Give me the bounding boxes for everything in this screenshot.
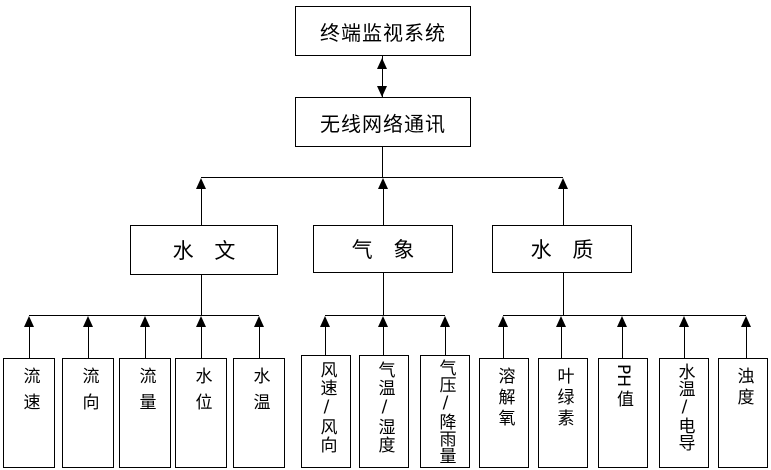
connector-leaf-rongjieyang — [503, 324, 504, 358]
leaf-label: 水温 — [249, 367, 270, 419]
leaf-box-water-quality-1[interactable]: 叶绿素 — [538, 358, 588, 468]
arrowhead-leaf-shuiwen-diandao — [679, 316, 689, 327]
connector-leaf-shuiwen-diandao — [684, 324, 685, 358]
connector-wireless-bus-stem — [382, 147, 383, 178]
leaf-label: 叶绿素 — [553, 367, 574, 430]
leaf-box-hydrology-3[interactable]: 水位 — [175, 358, 227, 468]
connector-leaf-liuliang — [145, 324, 146, 358]
node-terminal-monitor-label: 终端监视系统 — [320, 20, 446, 45]
leaf-box-hydrology-0[interactable]: 流速 — [3, 358, 55, 468]
arrowhead-water-quality — [558, 178, 568, 189]
leaf-label: 流向 — [78, 367, 99, 419]
leaf-label: 流量 — [135, 367, 156, 419]
bus-meteorology — [325, 315, 445, 316]
arrowhead-leaf-fengsu — [320, 316, 330, 327]
connector-leaf-ph — [622, 324, 623, 358]
node-meteorology[interactable]: 气 象 — [313, 225, 453, 273]
leaf-label: 水温/电导 — [674, 363, 695, 451]
leaf-box-meteorology-0[interactable]: 风速/风向 — [301, 355, 351, 468]
connector-leaf-qiwen — [383, 324, 384, 355]
connector-leaf-zhuodu — [746, 324, 747, 358]
leaf-box-hydrology-4[interactable]: 水温 — [233, 358, 285, 468]
leaf-label: 浊度 — [733, 367, 754, 409]
connector-meteorology-stem — [383, 273, 384, 316]
arrowhead-leaf-liuliang — [140, 316, 150, 327]
leaf-label: 气温/湿度 — [374, 361, 395, 454]
node-hydrology-label: 水 文 — [172, 239, 243, 263]
leaf-label-ph: PH值 — [611, 363, 634, 410]
arrowhead-hydrology — [196, 178, 206, 189]
arrowhead-meteorology — [378, 178, 388, 189]
bus-water-quality — [503, 315, 746, 316]
node-wireless-network[interactable]: 无线网络通讯 — [295, 97, 471, 147]
leaf-label: 流速 — [19, 367, 40, 419]
arrowhead-leaf-liuxiang — [83, 316, 93, 327]
leaf-label-ph-latin: PH — [613, 363, 634, 388]
connector-water-quality-stem — [563, 273, 564, 316]
node-wireless-network-label: 无线网络通讯 — [320, 111, 446, 136]
connector-leaf-shuiwei — [201, 324, 202, 358]
bus-level3 — [201, 177, 563, 178]
arrowhead-leaf-ph — [617, 316, 627, 327]
arrowhead-leaf-shuiwei — [196, 316, 206, 327]
connector-leaf-liusu — [29, 324, 30, 358]
node-meteorology-label: 气 象 — [351, 238, 422, 262]
connector-leaf-shuiwen — [259, 324, 260, 358]
arrowhead-leaf-qiwen — [378, 316, 388, 327]
connector-leaf-yelvsu — [561, 324, 562, 358]
leaf-label: 气压/降雨量 — [435, 359, 456, 464]
connector-bus-meteorology — [383, 186, 384, 225]
leaf-box-meteorology-1[interactable]: 气温/湿度 — [359, 355, 409, 468]
connector-leaf-liuxiang — [88, 324, 89, 358]
arrowhead-leaf-rongjieyang — [498, 316, 508, 327]
node-hydrology[interactable]: 水 文 — [130, 225, 278, 275]
arrowhead-leaf-qiya — [440, 316, 450, 327]
leaf-box-water-quality-3[interactable]: 水温/电导 — [659, 358, 709, 468]
arrowhead-down-wireless — [377, 86, 387, 97]
node-terminal-monitor[interactable]: 终端监视系统 — [295, 6, 471, 56]
leaf-label: 溶解氧 — [494, 367, 515, 430]
leaf-box-water-quality-4[interactable]: 浊度 — [718, 358, 768, 468]
node-water-quality[interactable]: 水 质 — [492, 225, 632, 273]
arrowhead-leaf-zhuodu — [741, 316, 751, 327]
connector-terminal-wireless — [382, 56, 383, 97]
arrowhead-leaf-shuiwen — [254, 316, 264, 327]
node-water-quality-label: 水 质 — [530, 238, 601, 262]
arrowhead-leaf-liusu — [24, 316, 34, 327]
connector-hydrology-stem — [201, 275, 202, 316]
connector-bus-hydrology — [201, 186, 202, 225]
arrowhead-up-terminal — [377, 58, 387, 69]
connector-leaf-qiya — [445, 324, 446, 355]
leaf-box-meteorology-2[interactable]: 气压/降雨量 — [420, 355, 470, 468]
leaf-box-hydrology-1[interactable]: 流向 — [62, 358, 114, 468]
leaf-label: 水位 — [191, 367, 212, 419]
leaf-box-hydrology-2[interactable]: 流量 — [119, 358, 171, 468]
leaf-label: 风速/风向 — [316, 361, 337, 454]
connector-bus-water-quality — [563, 186, 564, 225]
bus-hydrology — [29, 315, 259, 316]
arrowhead-leaf-yelvsu — [556, 316, 566, 327]
connector-leaf-fengsu — [325, 324, 326, 355]
leaf-box-water-quality-0[interactable]: 溶解氧 — [479, 358, 529, 468]
leaf-box-water-quality-2[interactable]: PH值 — [598, 358, 648, 468]
leaf-label-ph-cjk: 值 — [612, 390, 633, 410]
